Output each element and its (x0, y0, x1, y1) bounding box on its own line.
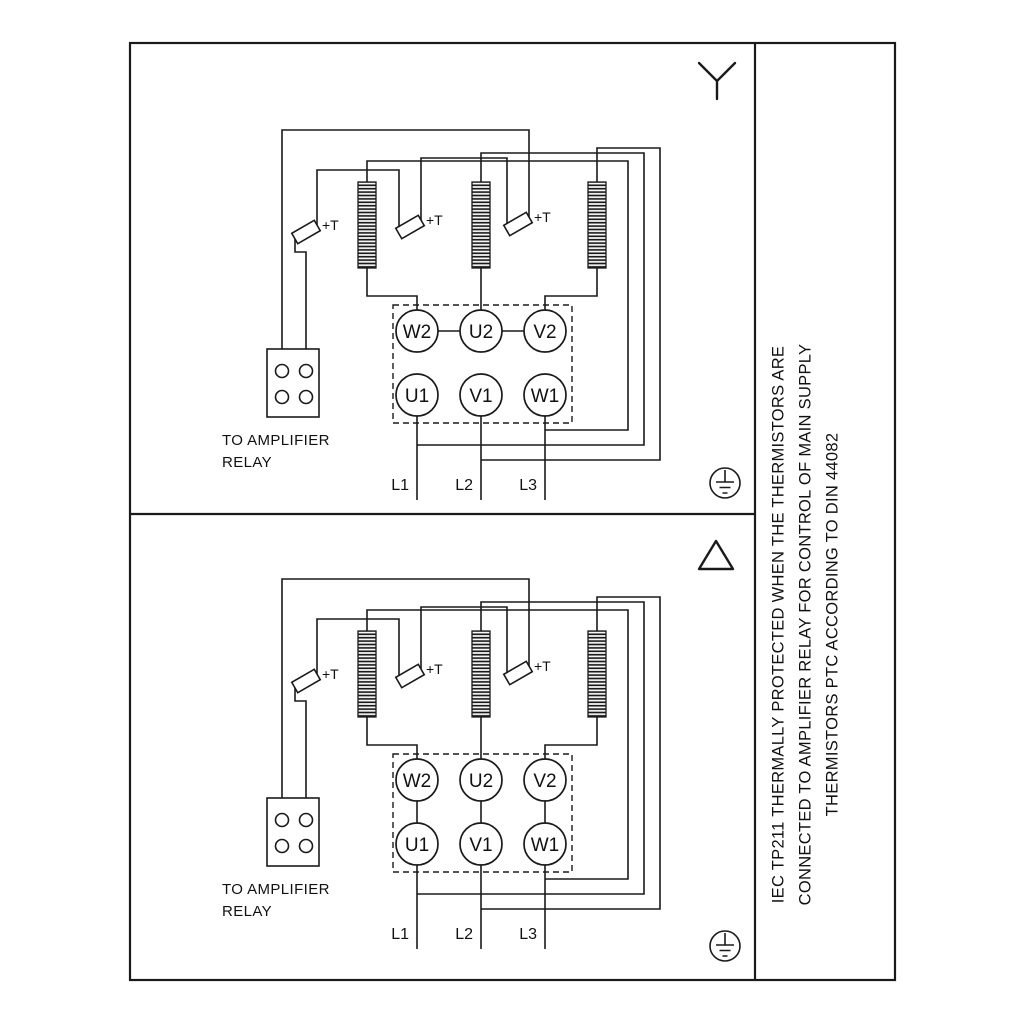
terminal-v2 (523, 309, 567, 353)
terminal-box (392, 753, 573, 873)
wire-relay-to-t3 (281, 129, 530, 365)
thermistor-3-icon (502, 211, 534, 237)
thermistor-2-label: +T (426, 212, 443, 228)
terminal-v1-label: V1 (469, 386, 492, 407)
relay-terminal (274, 363, 290, 379)
panel-star-diagram: +T +T +T TO AMPLIFIER RELAY W2 U2 V2 U1 … (222, 129, 661, 500)
thermistor-3-label: +T (534, 209, 551, 225)
relay-terminal (274, 812, 290, 828)
terminal-box (392, 304, 573, 424)
terminal-w1-label: W1 (531, 386, 560, 407)
winding-1 (357, 181, 377, 269)
supply-l1-label: L1 (391, 477, 409, 494)
terminal-v1 (459, 373, 503, 417)
relay-caption-line1: TO AMPLIFIER (222, 881, 330, 898)
terminal-w2-label: W2 (403, 771, 432, 792)
terminal-u2-label: U2 (469, 771, 493, 792)
winding-3 (587, 630, 607, 718)
terminal-w1 (523, 373, 567, 417)
supply-l2-label: L2 (455, 477, 473, 494)
supply-l2-label: L2 (455, 926, 473, 943)
terminal-u2 (459, 758, 503, 802)
terminal-u1-label: U1 (405, 835, 429, 856)
thermistor-1-label: +T (322, 666, 339, 682)
relay-block (266, 797, 320, 867)
thermistor-3-label: +T (534, 658, 551, 674)
terminal-u2-label: U2 (469, 322, 493, 343)
relay-caption-line1: TO AMPLIFIER (222, 432, 330, 449)
wire-winding3-to-v2 (544, 268, 598, 310)
thermistor-3-icon (502, 660, 534, 686)
winding-3 (587, 181, 607, 269)
wire-relay-to-t3 (281, 578, 530, 814)
side-note-line-2: CONNECTED TO AMPLIFIER RELAY FOR CONTROL… (796, 343, 815, 906)
terminal-w2-label: W2 (403, 322, 432, 343)
terminal-u1 (395, 822, 439, 866)
thermistor-2-label: +T (426, 661, 443, 677)
terminal-v2 (523, 758, 567, 802)
winding-1 (357, 630, 377, 718)
winding-2 (471, 630, 491, 718)
wire-winding2-to-u1 (417, 152, 645, 446)
ground-icon-bottom (709, 930, 741, 962)
star-icon (697, 61, 737, 101)
supply-l3-label: L3 (519, 926, 537, 943)
thermistor-1-icon (290, 668, 322, 694)
thermistor-1-icon (290, 219, 322, 245)
wire-t1-to-t2 (316, 169, 400, 234)
winding-2 (471, 181, 491, 269)
panel-delta-diagram: +T +T +T TO AMPLIFIER RELAY W2 U2 V2 U1 … (222, 578, 661, 949)
wire-winding3-to-v1 (481, 147, 661, 461)
relay-terminal (274, 838, 290, 854)
delta-icon (697, 539, 735, 571)
terminal-v2-label: V2 (533, 322, 556, 343)
ground-icon-top (709, 467, 741, 499)
terminal-u1 (395, 373, 439, 417)
wire-winding1-to-w1 (366, 160, 629, 431)
outer-border (128, 41, 897, 982)
relay-caption-line2: RELAY (222, 454, 272, 471)
wire-winding3-to-v1 (481, 596, 661, 910)
relay-caption-line2: RELAY (222, 903, 272, 920)
supply-l3-label: L3 (519, 477, 537, 494)
terminal-u1-label: U1 (405, 386, 429, 407)
terminal-w2 (395, 758, 439, 802)
wire-t2-to-t3 (420, 606, 508, 680)
terminal-u2 (459, 309, 503, 353)
wire-relay-to-t1 (294, 687, 307, 814)
side-note-text: IEC TP211 THERMALLY PROTECTED WHEN THE T… (766, 344, 847, 906)
wire-winding2-to-u1 (417, 601, 645, 895)
relay-terminal (298, 389, 314, 405)
supply-l1-label: L1 (391, 926, 409, 943)
terminal-v2-label: V2 (533, 771, 556, 792)
thermistor-2-icon (394, 214, 426, 240)
side-note-line-1: IEC TP211 THERMALLY PROTECTED WHEN THE T… (769, 345, 788, 904)
relay-terminal (274, 389, 290, 405)
terminal-v1 (459, 822, 503, 866)
wire-winding1-to-w2 (366, 717, 418, 759)
wire-t1-to-t2 (316, 618, 400, 683)
relay-terminal (298, 812, 314, 828)
terminal-w1-label: W1 (531, 835, 560, 856)
relay-terminal (298, 838, 314, 854)
relay-block (266, 348, 320, 418)
terminal-w1 (523, 822, 567, 866)
terminal-v1-label: V1 (469, 835, 492, 856)
side-note-line-3: THERMISTORS PTC ACCORDING TO DIN 44082 (823, 432, 842, 817)
terminal-w2 (395, 309, 439, 353)
thermistor-2-icon (394, 663, 426, 689)
thermistor-1-label: +T (322, 217, 339, 233)
wire-t2-to-t3 (420, 157, 508, 231)
wire-relay-to-t1 (294, 238, 307, 365)
relay-terminal (298, 363, 314, 379)
wire-winding1-to-w2 (366, 268, 418, 310)
side-note: IEC TP211 THERMALLY PROTECTED WHEN THE T… (755, 43, 895, 980)
wire-winding1-to-w1 (366, 609, 629, 880)
wire-winding3-to-v2 (544, 717, 598, 759)
